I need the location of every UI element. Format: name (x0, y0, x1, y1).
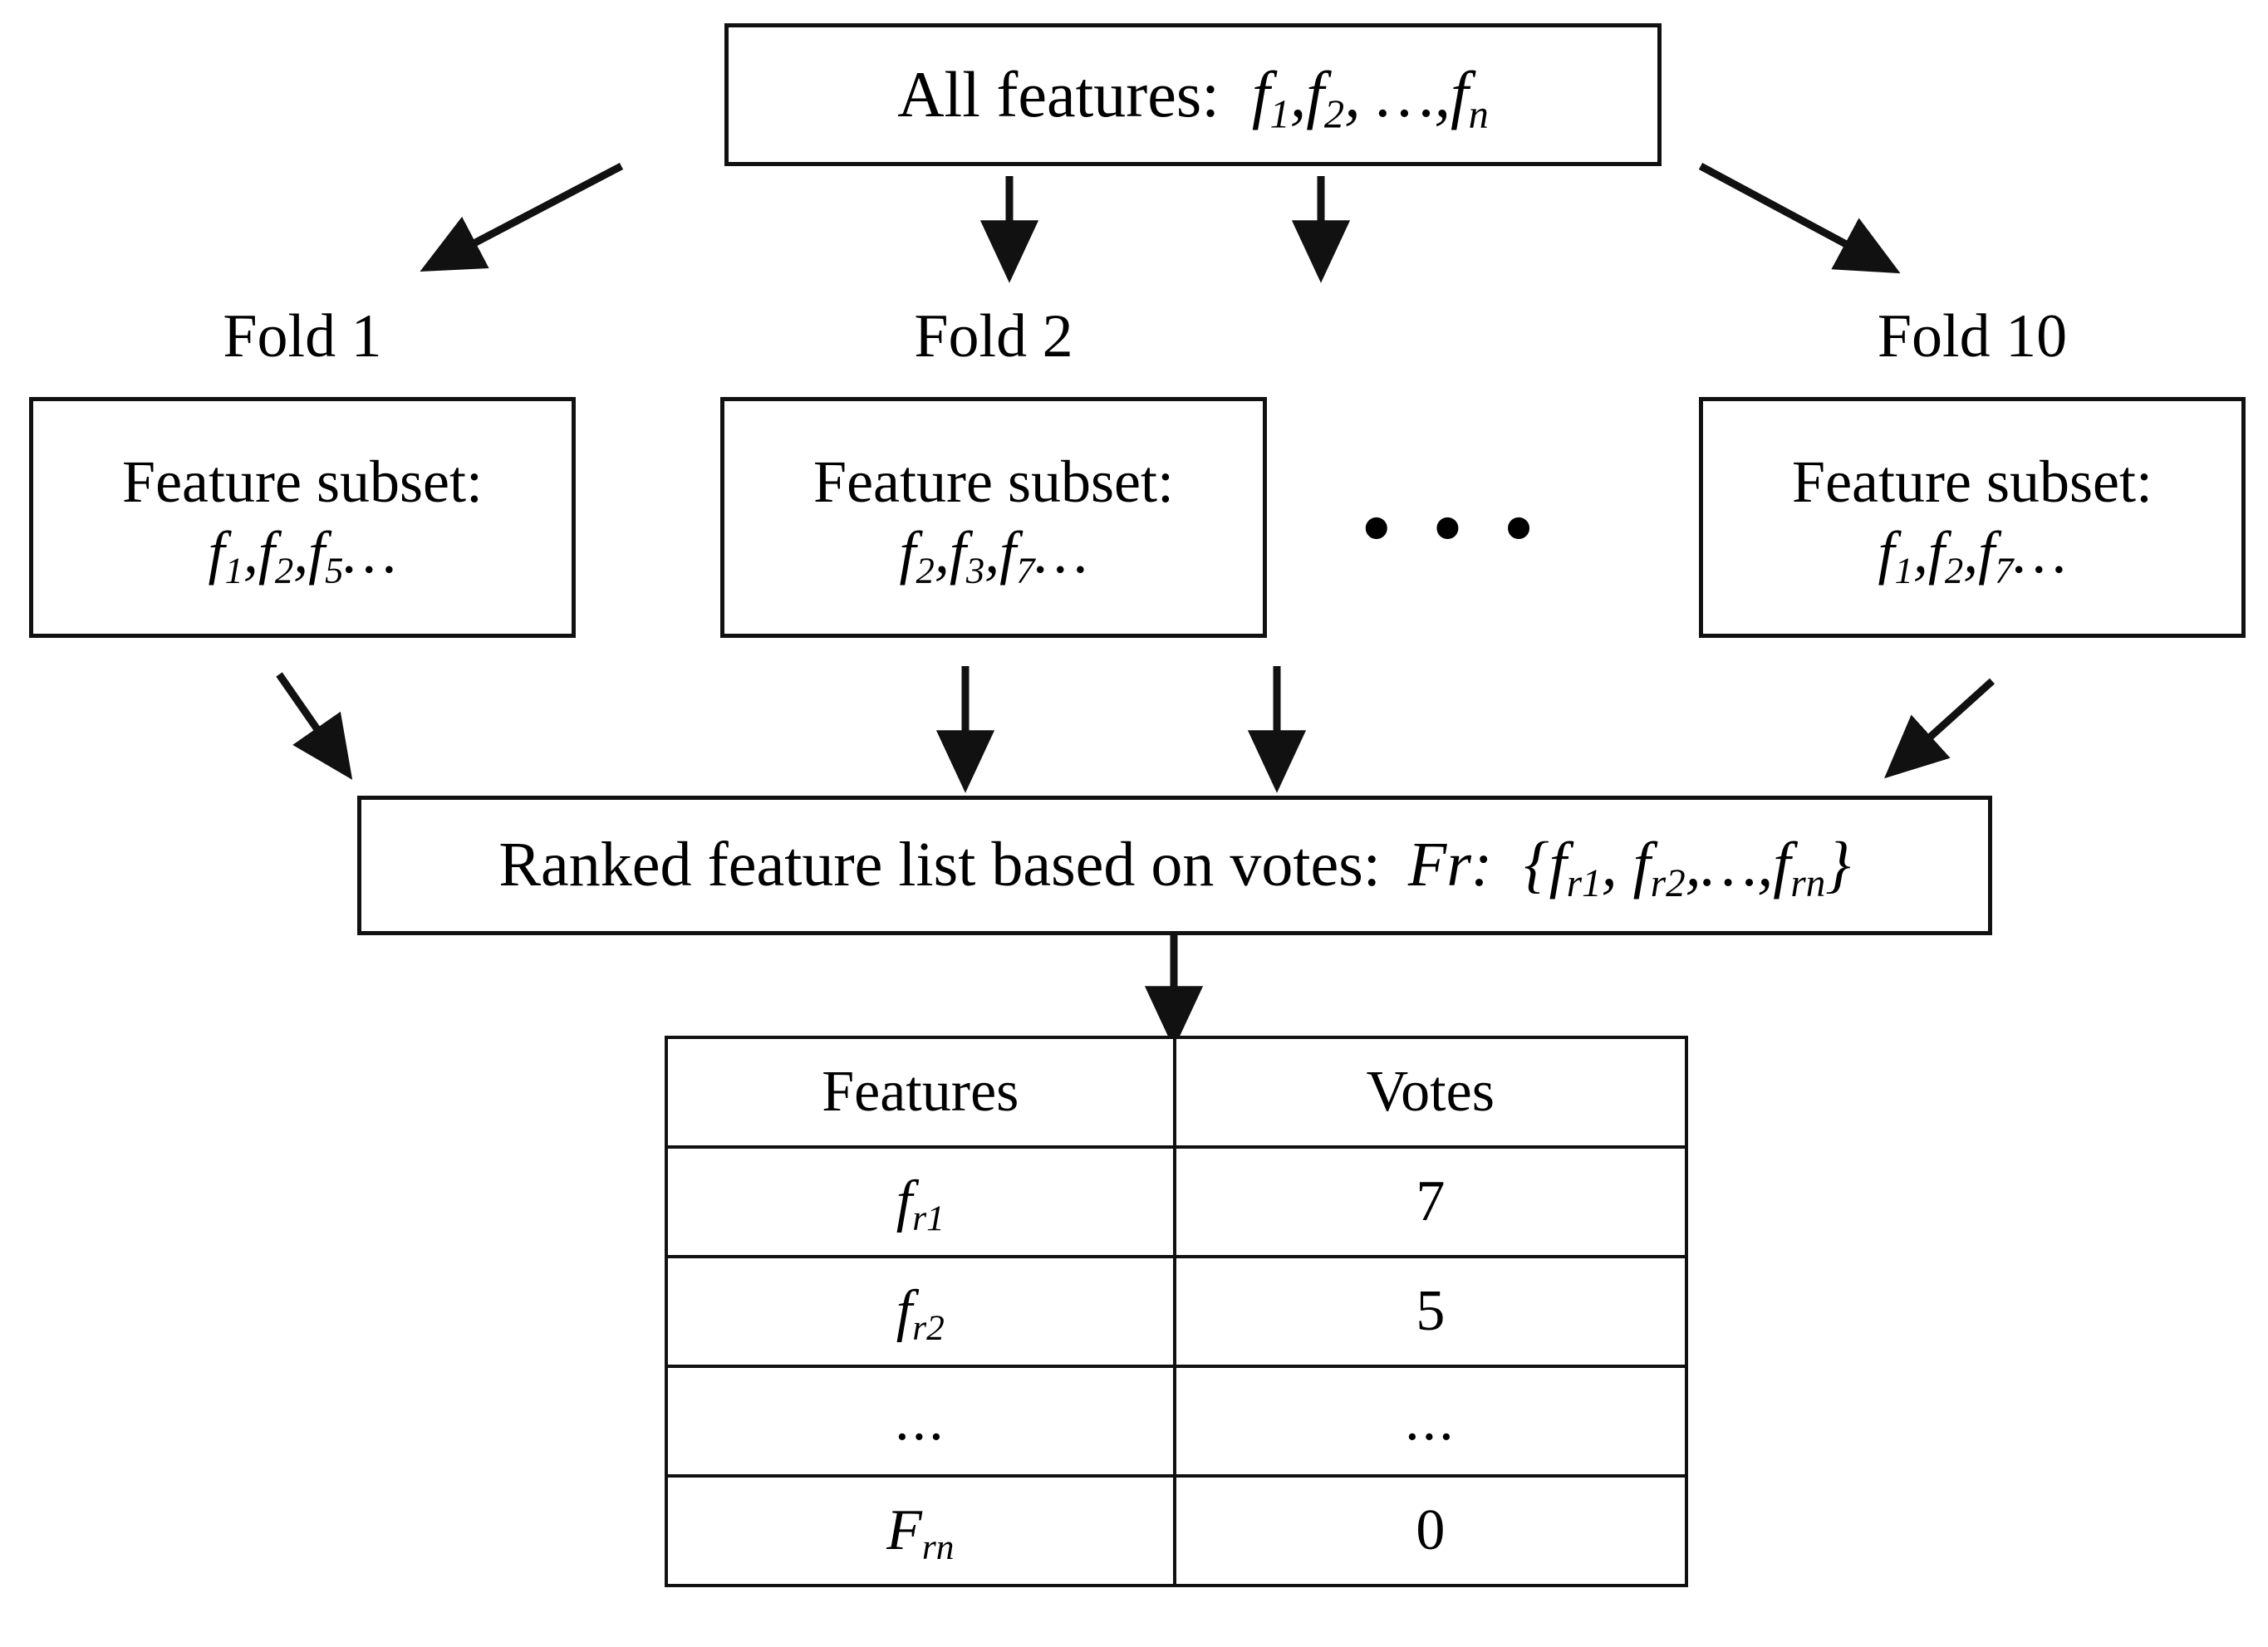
ranked-feature-list-text: Ranked feature list based on votes: Fr: … (498, 828, 1851, 906)
fold-1-box[interactable]: Feature subset: f1,f2,f5… (29, 397, 576, 638)
cell-votes: 7 (1172, 1145, 1689, 1258)
all-features-text: All features: f1,f2, …,fn (897, 56, 1489, 137)
header-features: Features (665, 1036, 1176, 1149)
ranked-label: Ranked feature list based on votes: (498, 830, 1381, 900)
all-features-list: f1,f2, …,fn (1251, 57, 1489, 137)
table-row: fr2 5 (665, 1255, 1689, 1368)
fold-2-box[interactable]: Feature subset: f2,f3,f7… (720, 397, 1267, 638)
arrow-fold1-to-ranked (276, 672, 353, 780)
table-row: ... ... (665, 1365, 1689, 1478)
cell-feature: ... (665, 1365, 1176, 1478)
votes-table: Features Votes fr1 7 fr2 5 ... ... (665, 1036, 1689, 1587)
arrow-all-to-fold10 (1698, 163, 1901, 274)
cell-votes: ... (1172, 1365, 1689, 1478)
table-header-row: Features Votes (665, 1036, 1689, 1149)
fold-1-title: Fold 1 (223, 302, 382, 370)
table-row: fr1 7 (665, 1145, 1689, 1258)
ranked-feature-list-box[interactable]: Ranked feature list based on votes: Fr: … (357, 796, 1992, 935)
arrow-all-to-fold1 (420, 163, 624, 272)
fold-1-subset-label: Feature subset: (122, 449, 483, 516)
ranked-set-body: {fr1, fr2,…,frn} (1508, 830, 1851, 906)
fold-10-subset-label: Feature subset: (1792, 449, 2153, 516)
cell-votes: 0 (1172, 1474, 1689, 1587)
header-votes: Votes (1172, 1036, 1689, 1149)
fold-10-subset-list: f1,f2,f7… (1878, 519, 2067, 591)
arrow-fold10-to-ranked (1883, 678, 1996, 779)
ranked-set-name: Fr: (1407, 830, 1493, 900)
all-features-box[interactable]: All features: f1,f2, …,fn (724, 23, 1662, 166)
cell-votes: 5 (1172, 1255, 1689, 1368)
all-features-label: All features: (897, 57, 1220, 130)
cell-feature: fr1 (665, 1145, 1176, 1258)
cell-feature: Frn (665, 1474, 1176, 1587)
fold-1-subset-list: f1,f2,f5… (208, 519, 397, 591)
fold-2-subset-list: f2,f3,f7… (899, 519, 1088, 591)
fold-10-title: Fold 10 (1877, 302, 2068, 370)
folds-ellipsis: • • • (1362, 483, 1544, 572)
table-row: Frn 0 (665, 1474, 1689, 1587)
fold-2-subset-label: Feature subset: (813, 449, 1174, 516)
cell-feature: fr2 (665, 1255, 1176, 1368)
fold-2-title: Fold 2 (914, 302, 1073, 370)
fold-10-box[interactable]: Feature subset: f1,f2,f7… (1699, 397, 2246, 638)
